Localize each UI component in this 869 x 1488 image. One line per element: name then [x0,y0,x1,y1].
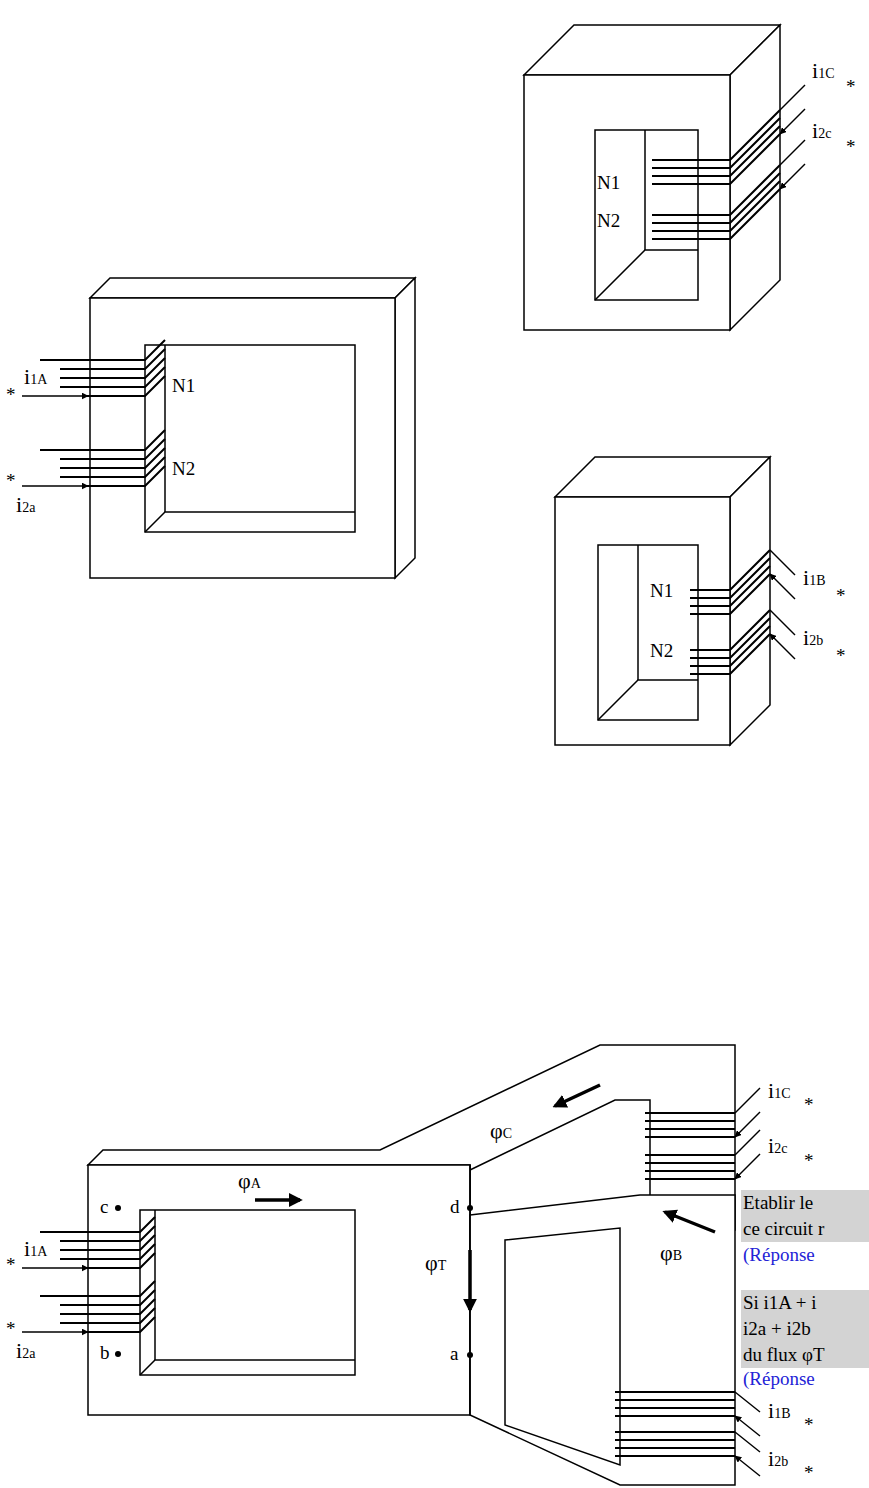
polarity-mark: * [6,1254,16,1276]
winding-label: N2 [597,210,620,232]
question-text: Etablir le [741,1190,869,1216]
core-c [524,25,805,330]
winding-label: N1 [597,172,620,194]
node-letter: c [100,1196,108,1218]
polarity-mark: * [6,470,16,492]
current-label: i1A [24,1236,47,1261]
question-text: ce circuit r [741,1216,869,1242]
polarity-mark: * [6,1318,16,1340]
polarity-mark: * [804,1462,814,1484]
question-text: Si i1A + i [741,1290,869,1316]
polarity-mark: * [804,1414,814,1436]
current-label: i1C [768,1078,790,1103]
current-label: i1B [768,1398,790,1423]
winding-label: N2 [172,458,195,480]
node-letter: b [100,1342,110,1364]
current-label: i1C [812,58,834,83]
polarity-mark: * [804,1094,814,1116]
polarity-mark: * [6,384,16,406]
current-label: i2a [16,1338,35,1363]
polarity-mark: * [836,585,846,607]
flux-label: φB [660,1240,682,1265]
answer-note: (Réponse [741,1242,815,1268]
flux-label: φC [490,1118,512,1143]
answer-note: (Réponse [741,1366,815,1392]
current-label: i1A [24,364,47,389]
winding-label: N1 [650,580,673,602]
question-text: du flux φT [741,1342,869,1368]
current-label: i2c [768,1133,787,1158]
core-a [22,278,415,578]
winding-label: N1 [172,375,195,397]
current-label: i2b [768,1446,788,1471]
flux-label: φA [238,1168,261,1193]
question-text: i2a + i2b [741,1316,869,1342]
flux-label: φT [425,1250,446,1275]
node-letter: d [450,1196,460,1218]
core-b [555,457,795,745]
current-label: i2b [803,625,823,650]
current-label: i2a [16,492,35,517]
polarity-mark: * [836,645,846,667]
three-phase-assembly [22,1045,760,1485]
polarity-mark: * [804,1150,814,1172]
node-letter: a [450,1343,458,1365]
polarity-mark: * [846,76,856,98]
current-label: i1B [803,565,825,590]
winding-label: N2 [650,640,673,662]
current-label: i2c [812,118,831,143]
polarity-mark: * [846,136,856,158]
